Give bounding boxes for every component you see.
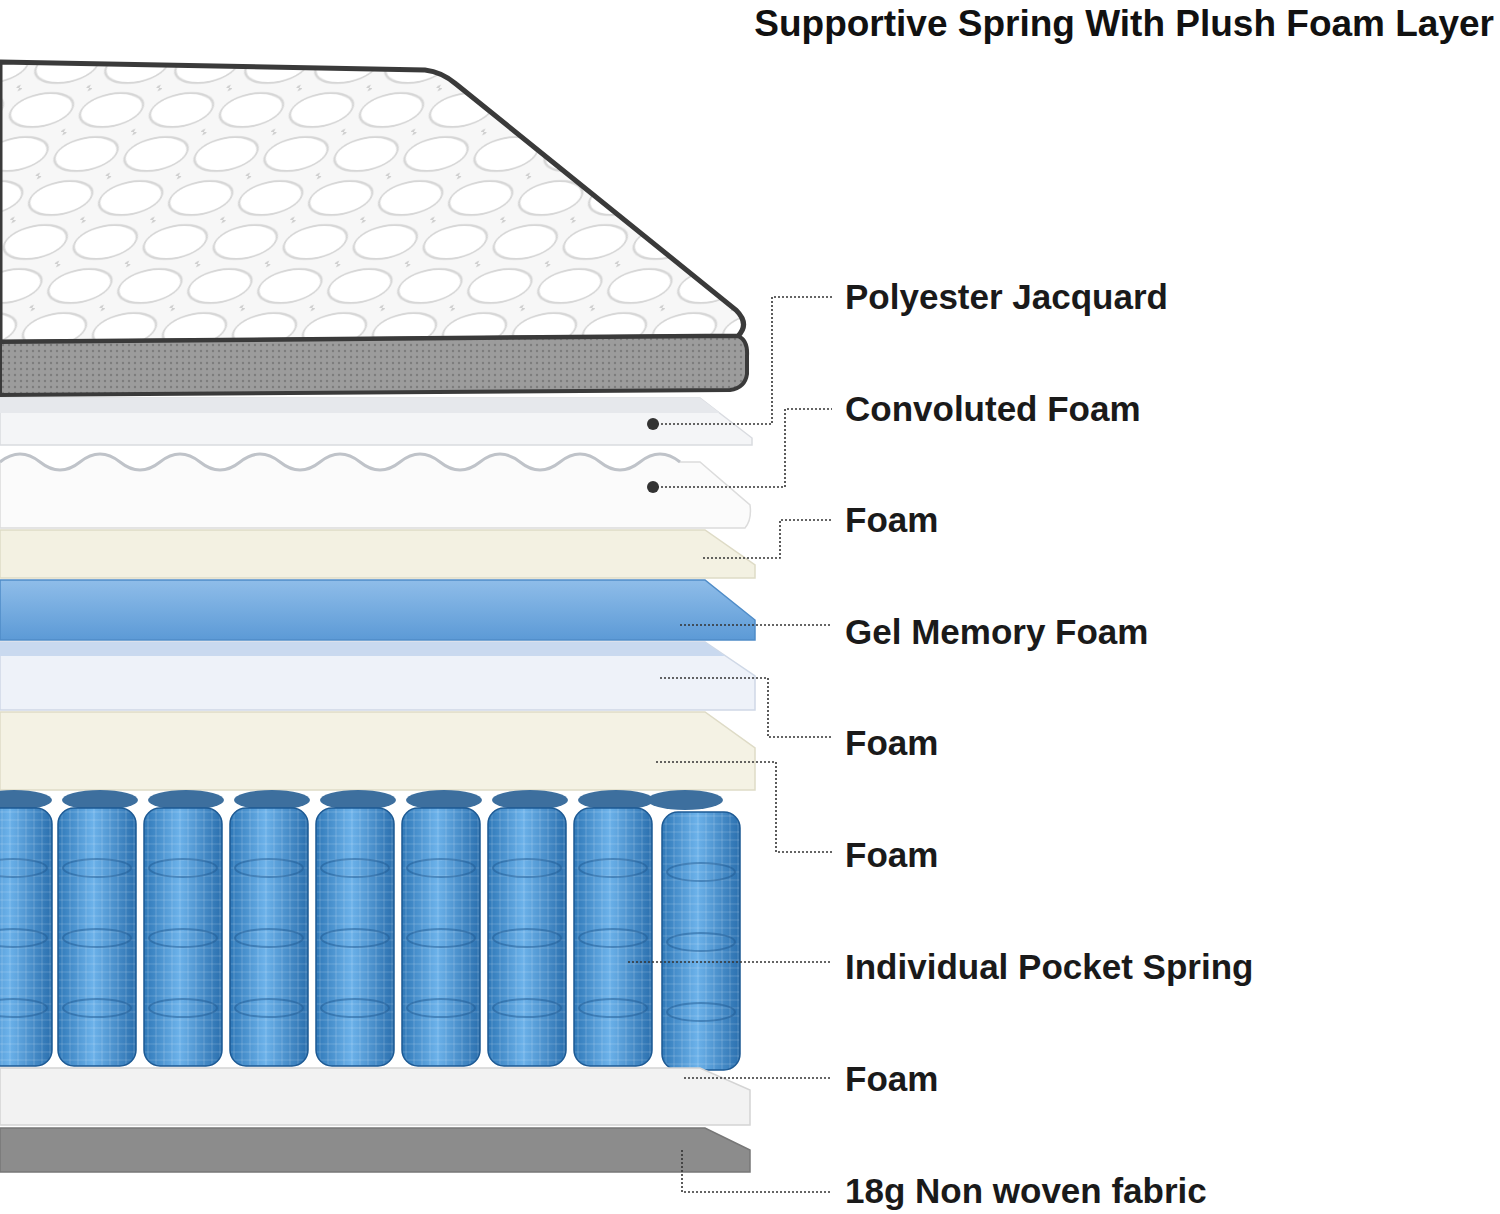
layer-label: Polyester Jacquard [845,275,1168,319]
foam-layer [0,530,755,578]
convoluted-edge [0,454,680,470]
leader-lines [628,297,832,1192]
layer-label: 18g Non woven fabric [845,1169,1207,1213]
layer-top [0,642,725,656]
foam-layer [0,642,755,710]
layer-label: Gel Memory Foam [845,610,1148,654]
layer-label: Foam [845,498,938,542]
layer-top [0,398,720,413]
layer-label: Convoluted Foam [845,387,1141,431]
layer-label: Individual Pocket Spring [845,945,1253,989]
jacquard-layer [0,398,752,445]
heading: Supportive Spring With Plush Foam Layer [754,2,1494,46]
leader-dots [647,418,659,493]
layer-label: Foam [845,721,938,765]
foam-layer [0,1068,750,1125]
quilted-top [0,62,744,342]
spring-tops [0,790,723,810]
foam-layer [0,712,755,790]
pocket-springs [0,808,740,1070]
nonwoven-layer [0,1128,750,1172]
layer-label: Foam [845,1057,938,1101]
layer-label: Foam [845,833,938,877]
convoluted-foam [0,454,750,528]
mattress-border [0,336,747,395]
gel-foam-layer [0,580,755,640]
